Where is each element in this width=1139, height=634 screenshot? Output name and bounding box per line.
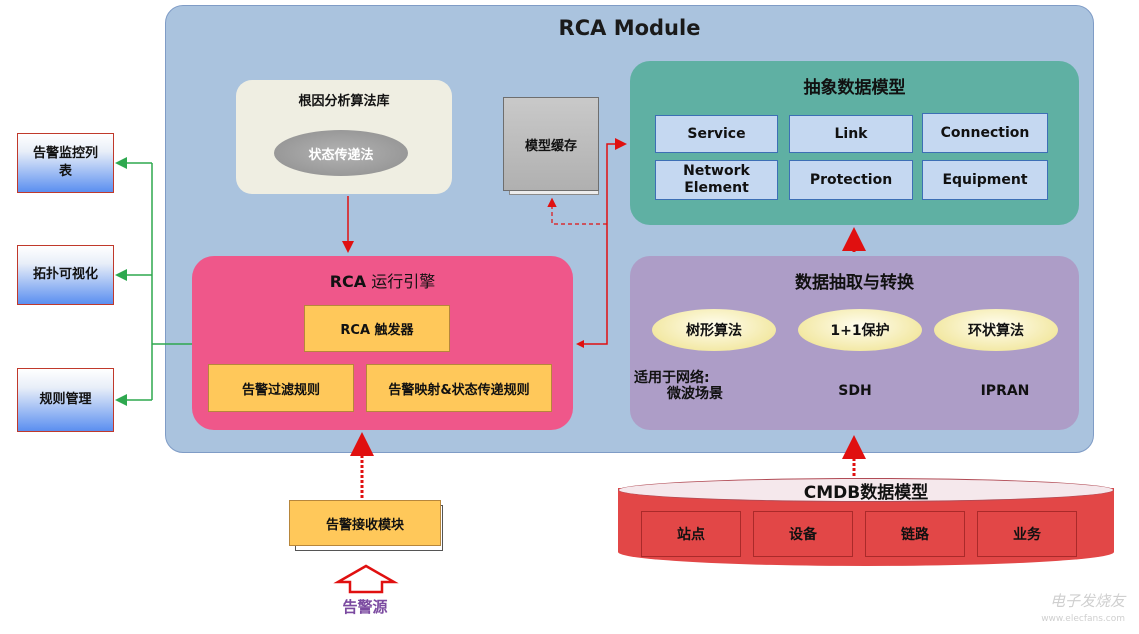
algorithm-library-title: 根因分析算法库 [298, 94, 390, 109]
abstract-data-model-title: 抽象数据模型 [803, 78, 906, 98]
model-cell-network-element: Network Element [655, 160, 778, 200]
dashed-arrow-to-cache [547, 197, 607, 225]
network-microwave: 微波场景 [667, 386, 723, 402]
alarm-receiver-module: 告警接收模块 [289, 500, 441, 546]
data-extraction-title: 数据抽取与转换 [795, 273, 914, 293]
model-cache: 模型缓存 [503, 97, 599, 191]
arrow-engine-model-link [580, 138, 627, 345]
alarm-source-arrow-icon [333, 564, 399, 594]
alarm-mapping-rules-box: 告警映射&状态传递规则 [366, 364, 552, 412]
alarm-filter-rules-box: 告警过滤规则 [208, 364, 354, 412]
alarm-monitor-list-box: 告警监控列 表 [17, 133, 114, 193]
ring-algorithm: 环状算法 [934, 309, 1058, 351]
protection-1plus1: 1+1保护 [798, 309, 922, 351]
model-cell-service: Service [655, 115, 778, 153]
arrow-head-to-engine [576, 340, 584, 348]
model-cell-connection: Connection [922, 113, 1048, 153]
cmdb-cell-device: 设备 [753, 511, 853, 557]
tree-algorithm: 树形算法 [652, 309, 776, 351]
cmdb-cell-site: 站点 [641, 511, 741, 557]
rca-engine-title-cjk: 运行引擎 [366, 272, 436, 291]
rule-management-box: 规则管理 [17, 368, 114, 432]
alarm-source-label: 告警源 [342, 598, 388, 616]
model-cell-link: Link [789, 115, 913, 153]
rca-engine-title-latin: RCA [329, 272, 367, 291]
watermark-url: www.elecfans.com [1041, 614, 1125, 624]
model-cell-equipment: Equipment [922, 160, 1048, 200]
cmdb-title: CMDB数据模型 [803, 483, 929, 503]
network-ipran: IPRAN [980, 383, 1030, 399]
rca-trigger-box: RCA 触发器 [304, 305, 450, 352]
network-caption: 适用于网络: [634, 370, 710, 386]
rca-engine-title: RCA 运行引擎 [192, 268, 573, 292]
network-sdh: SDH [838, 383, 872, 399]
state-propagation-method: 状态传递法 [274, 130, 408, 176]
watermark-logo: 电子发烧友 [1049, 592, 1125, 610]
module-title: RCA Module [558, 16, 701, 40]
cmdb-cell-service: 业务 [977, 511, 1077, 557]
topology-visualization-box: 拓扑可视化 [17, 245, 114, 305]
cmdb-cylinder-top [618, 478, 1114, 502]
model-cell-protection: Protection [789, 160, 913, 200]
cmdb-cell-link: 链路 [865, 511, 965, 557]
